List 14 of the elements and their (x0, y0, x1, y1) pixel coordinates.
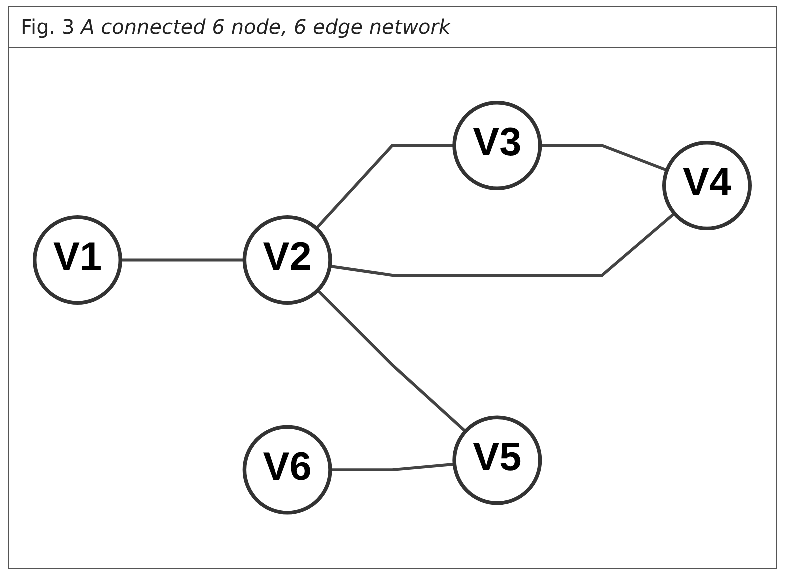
figure-frame: Fig. 3 A connected 6 node, 6 edge network V1 V2 V3 V4 V6 V5 (8, 6, 777, 569)
connector (330, 212, 676, 278)
connector (330, 463, 455, 472)
node-circle (452, 101, 542, 191)
node-circle (33, 216, 122, 306)
node-circle (242, 216, 332, 306)
connector (315, 144, 455, 230)
figure-title: Fig. 3 A connected 6 node, 6 edge network (9, 7, 776, 48)
node-circle (452, 416, 542, 506)
connector (120, 258, 245, 262)
node-circle (242, 425, 332, 515)
connector (316, 290, 467, 433)
node-circle (662, 141, 752, 231)
connector (540, 144, 668, 172)
